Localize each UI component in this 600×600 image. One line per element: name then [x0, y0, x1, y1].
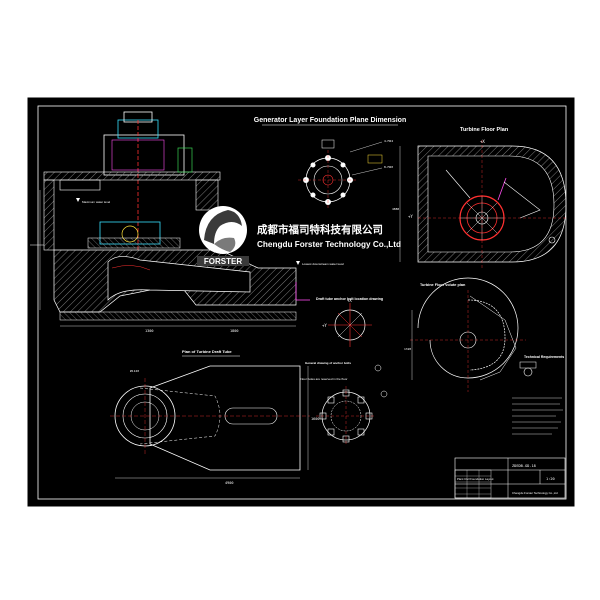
- svg-text:4-M24: 4-M24: [384, 139, 393, 143]
- drawing-scale: 1:20: [546, 477, 555, 481]
- draft-tube-anchor-location-view: Draft tube anchor bolt location drawing …: [316, 297, 383, 347]
- turbine-volute-plan-view: Turbine Floor volute plan 1320: [404, 277, 537, 392]
- inner-border: [37, 105, 567, 500]
- main-title: Generator Layer Foundation Plane Dimensi…: [254, 117, 406, 124]
- svg-text:4880: 4880: [392, 207, 399, 211]
- lowest-tailwater-note: Lowest downstream water level: [302, 262, 344, 266]
- svg-text:+Y: +Y: [408, 214, 413, 219]
- svg-text:+X: +X: [347, 298, 352, 303]
- company-name-cn: 成都市福司特科技有限公司: [257, 223, 383, 236]
- title-block: ZDEDB-GD-18 Plant Civil Foundation Layou…: [454, 457, 566, 499]
- svg-text:1600: 1600: [311, 417, 319, 421]
- brand-name: FORSTER: [204, 257, 242, 266]
- turbine-floor-plan-title: Turbine Floor Plan: [460, 127, 509, 133]
- anchor-bolt-layout-view: General drawing of anchor bolts Floor ho…: [300, 361, 388, 446]
- outer-border: [26, 96, 576, 508]
- turbine-draft-tube-plan-view: Plan of Turbine Draft Tube 4900 1600 Ø11…: [110, 349, 319, 485]
- svg-text:8-M20: 8-M20: [384, 165, 393, 169]
- company-name-en: Chengdu Forster Technology Co.,Ltd: [257, 240, 401, 249]
- svg-text:1300: 1300: [145, 329, 153, 333]
- volute-plan-title: Turbine Floor volute plan: [420, 283, 466, 287]
- svg-text:+X: +X: [480, 139, 485, 144]
- technical-requirements-title: Technical Requirements: [524, 355, 564, 359]
- drawing-number: ZDEDB-GD-18: [512, 464, 536, 468]
- svg-text:+Y: +Y: [322, 323, 327, 328]
- technical-requirements-notes: Technical Requirements: [512, 355, 564, 435]
- svg-text:4900: 4900: [225, 481, 233, 485]
- max-water-level-note: Maximum water level: [82, 200, 111, 204]
- turbine-floor-plan-view: Turbine Floor Plan +Y +X 4880: [392, 127, 567, 268]
- svg-text:Ø1120: Ø1120: [130, 368, 139, 373]
- powerhouse-section-view: 1300 1800 Maximum water level Lowest dow…: [30, 111, 344, 333]
- floor-holes-note: Floor holes are reserved in the floor: [300, 377, 347, 381]
- anchor-bolt-layout-title: General drawing of anchor bolts: [305, 361, 351, 365]
- title-block-company: Chengdu Forster Technology Co.,Ltd: [512, 491, 558, 495]
- drawing-title: Plant Civil Foundation Layout: [457, 477, 494, 481]
- draft-tube-anchor-title: Draft tube anchor bolt location drawing: [316, 297, 383, 301]
- company-logo: FORSTER 成都市福司特科技有限公司 Chengdu Forster Tec…: [197, 206, 401, 266]
- svg-text:1800: 1800: [230, 329, 238, 333]
- generator-foundation-bolt-ring: 4-M24 8-M20: [298, 139, 393, 210]
- draft-tube-plan-title: Plan of Turbine Draft Tube: [182, 349, 232, 354]
- forster-logo-emblem: FORSTER: [197, 206, 249, 266]
- svg-text:1320: 1320: [404, 347, 411, 351]
